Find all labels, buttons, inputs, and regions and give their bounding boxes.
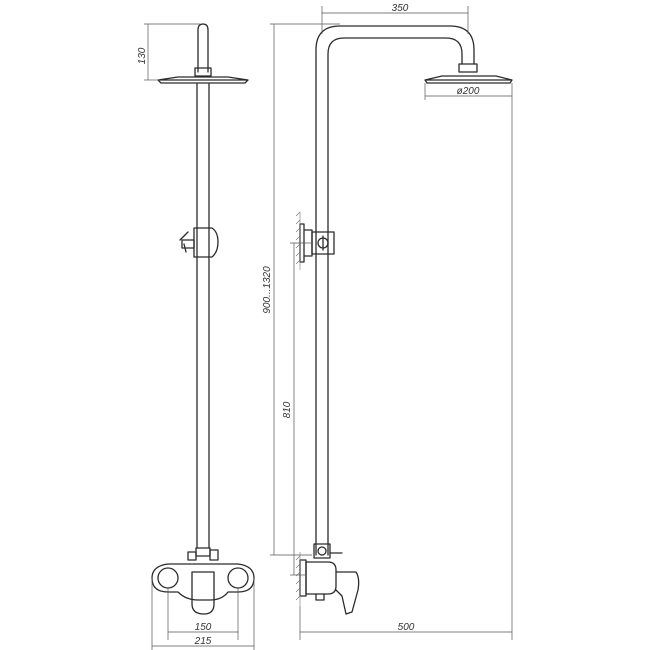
front-slider-holder bbox=[193, 227, 219, 258]
front-mixer-right-eccentric bbox=[227, 567, 249, 589]
front-shower-head bbox=[157, 76, 249, 84]
front-slider-arm bbox=[179, 231, 189, 241]
side-upper-wall-hatch bbox=[295, 211, 301, 270]
dim-label-head-diameter: ø200 bbox=[457, 86, 480, 97]
side-riser-outer bbox=[315, 25, 475, 556]
side-head-connector bbox=[458, 63, 478, 73]
front-head-connector bbox=[194, 67, 212, 77]
dim-label-head-height: 130 bbox=[137, 47, 148, 64]
front-lower-joint bbox=[195, 547, 211, 557]
side-mixer-lever bbox=[335, 571, 360, 615]
side-lower-wall-hatch bbox=[295, 552, 301, 606]
side-view: 350 ø200 900...1320 810 500 bbox=[262, 3, 513, 640]
dim-label-lower-height: 810 bbox=[282, 401, 293, 418]
front-view: 130 150 215 bbox=[137, 23, 255, 650]
side-diverter-block bbox=[313, 543, 331, 559]
dim-label-centers: 150 bbox=[195, 622, 212, 633]
side-lower-wall-bracket bbox=[299, 559, 307, 597]
side-mixer-spout bbox=[315, 593, 325, 601]
front-slider-knob bbox=[181, 239, 195, 253]
front-mixer-body bbox=[151, 563, 255, 601]
front-mixer-left-eccentric bbox=[157, 567, 179, 589]
front-mixer-handle bbox=[191, 571, 215, 615]
front-head-stem bbox=[197, 23, 209, 73]
front-diverter bbox=[187, 549, 219, 561]
side-diverter-knob bbox=[317, 546, 327, 556]
dim-label-projection: 500 bbox=[398, 622, 415, 633]
dim-label-height-range: 900...1320 bbox=[262, 266, 273, 314]
dim-label-total-width: 215 bbox=[194, 636, 212, 647]
dim-label-arm-length: 350 bbox=[392, 3, 409, 14]
side-mixer-body bbox=[305, 561, 337, 595]
side-riser-inner bbox=[327, 37, 463, 556]
side-shower-head bbox=[424, 75, 513, 84]
